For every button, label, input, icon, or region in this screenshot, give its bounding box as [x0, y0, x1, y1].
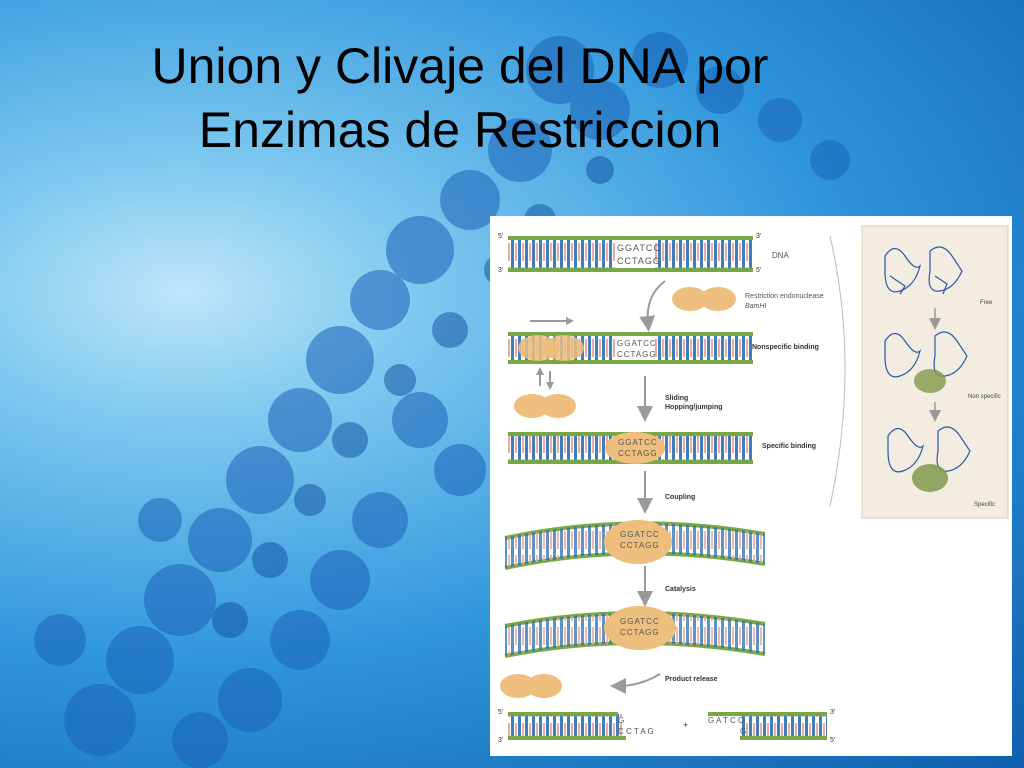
structure-label-specific: Specific: [974, 502, 995, 508]
step-hopping: Hopping/jumping: [665, 404, 723, 411]
svg-text:GGATCC: GGATCC: [618, 438, 658, 447]
step-nonspecific: Nonspecific binding: [752, 344, 819, 351]
dna-free: GGATCC CCTAGG 5' 3' 3' 5' DNA: [498, 233, 790, 274]
dna-specific: GGATCC CCTAGG Specific binding Coupling: [508, 432, 816, 514]
dna-site-bottom: CCTAGG: [617, 256, 661, 266]
product-left-bottom: C C T A G: [618, 727, 654, 736]
svg-text:CCTAGG: CCTAGG: [620, 628, 660, 637]
dna-label: DNA: [772, 251, 790, 260]
dna-coupled: GGATCC CCTAGG Catalysis: [504, 520, 766, 607]
step-specific: Specific binding: [762, 443, 816, 450]
svg-text:3': 3': [498, 737, 503, 744]
product-right-top: G A T C C: [708, 716, 744, 725]
product-right-bottom: G: [740, 727, 746, 736]
structure-free: [884, 246, 963, 295]
step-coupling: Coupling: [665, 494, 695, 501]
svg-text:GGATCC: GGATCC: [620, 530, 660, 539]
structure-label-nonspecific: Non specific: [968, 394, 1001, 400]
svg-text:5': 5': [498, 709, 503, 716]
svg-text:3': 3': [830, 709, 835, 716]
restriction-enzyme-figure: GGATCC CCTAGG 5' 3' 3' 5' DNA Restrictio…: [490, 216, 1012, 756]
svg-text:GGATCC: GGATCC: [617, 339, 657, 348]
svg-text:CCTAGG: CCTAGG: [617, 350, 657, 359]
title-line-2: Enzimas de Restriccion: [198, 102, 722, 158]
step-release: Product release: [665, 676, 718, 683]
strand-5-bottom: 5': [756, 267, 761, 274]
structure-panel: Free Non specific Specific: [829, 225, 1009, 519]
dna-site-top: GGATCC: [617, 243, 661, 253]
step-catalysis: Catalysis: [665, 586, 696, 593]
svg-text:CCTAGG: CCTAGG: [620, 541, 660, 550]
dna-nonspecific: GGATCC CCTAGG Nonspecific binding: [508, 317, 819, 364]
svg-text:5': 5': [830, 737, 835, 744]
enzyme-arrival: Restriction endonuclease BamHI: [639, 280, 824, 332]
figure-diagram: GGATCC CCTAGG 5' 3' 3' 5' DNA Restrictio…: [498, 225, 1009, 744]
svg-text:GGATCC: GGATCC: [620, 617, 660, 626]
dna-catalysis: GGATCC CCTAGG Product release: [500, 606, 766, 698]
strand-3-top: 3': [756, 233, 761, 240]
dna-products: G C C T A G + G A T C C G 5' 3' 3' 5': [498, 709, 835, 744]
title-line-1: Union y Clivaje del DNA por: [151, 38, 769, 94]
sliding-step: Sliding Hopping/jumping: [514, 367, 723, 422]
product-left-top: G: [618, 716, 624, 725]
structure-label-free: Free: [980, 300, 993, 306]
strand-3-bottom: 3': [498, 267, 503, 274]
enzyme-label-1: Restriction endonuclease: [745, 293, 824, 300]
product-plus: +: [683, 720, 688, 730]
enzyme-label-2: BamHI: [745, 303, 766, 310]
strand-5-top: 5': [498, 233, 503, 240]
slide-title: Union y Clivaje del DNA por Enzimas de R…: [40, 34, 880, 162]
svg-text:CCTAGG: CCTAGG: [618, 449, 658, 458]
step-sliding: Sliding: [665, 395, 688, 402]
